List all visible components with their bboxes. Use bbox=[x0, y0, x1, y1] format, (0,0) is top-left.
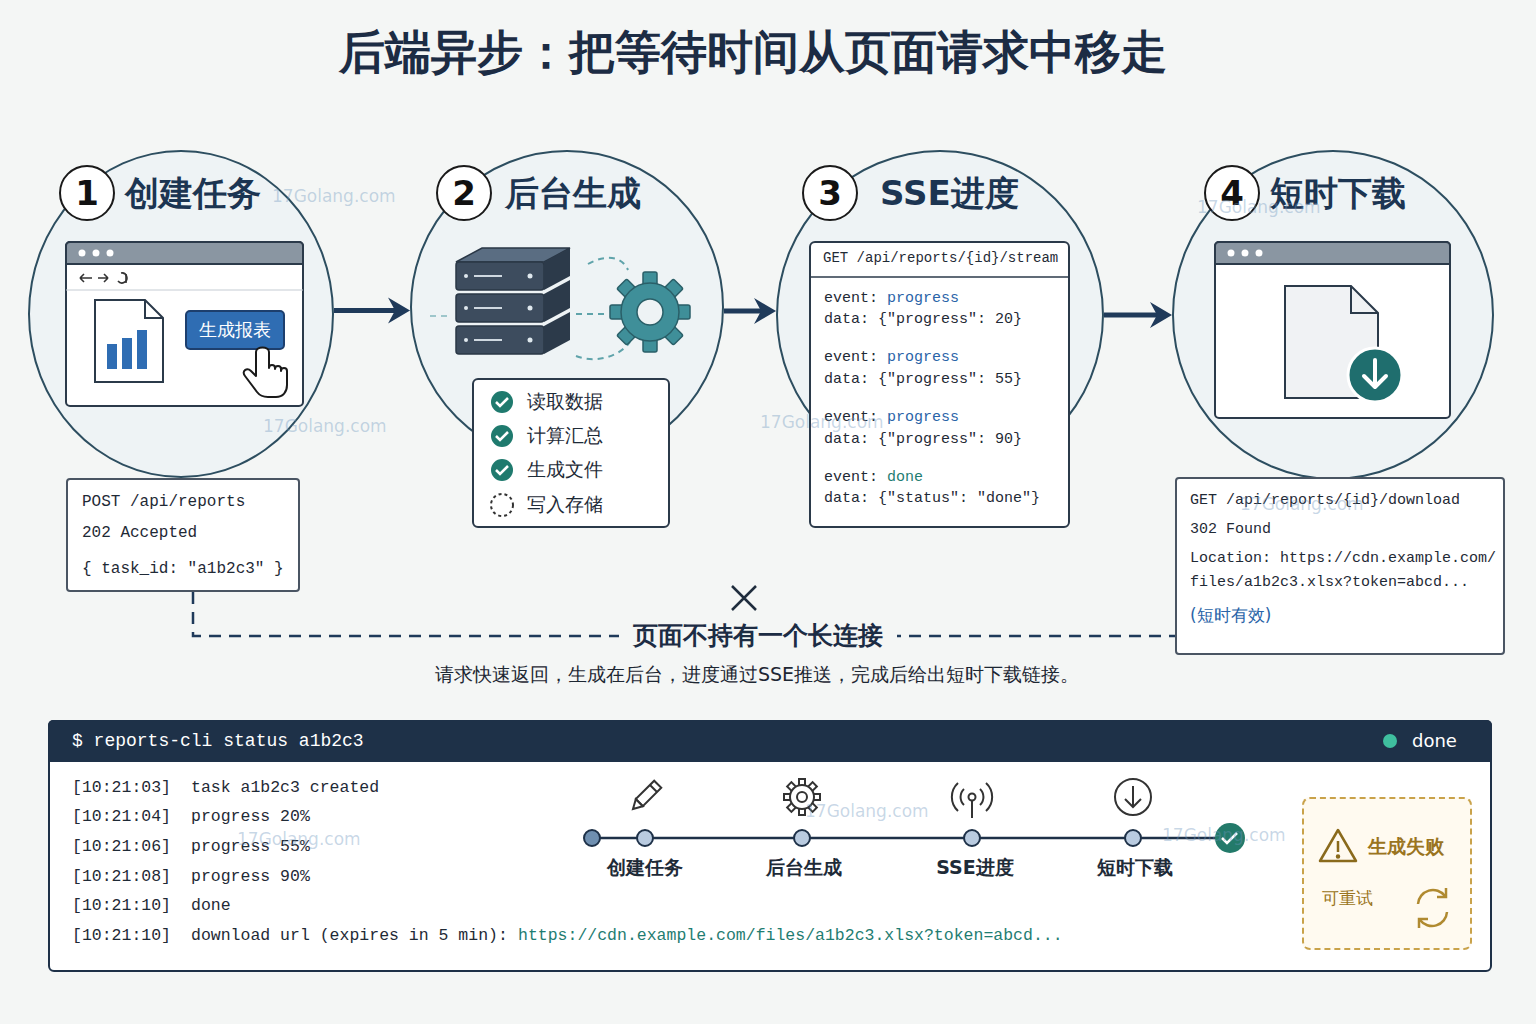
watermark-text: 17Golang.com bbox=[237, 829, 361, 850]
label-text: task a1b2c3 created bbox=[191, 778, 379, 799]
connector-line bbox=[334, 308, 395, 313]
label-text: 创建任务 bbox=[607, 856, 683, 880]
label-text: 创建任务 bbox=[125, 172, 261, 215]
label-text: 读取数据 bbox=[527, 390, 603, 414]
label-text: Location: https://cdn.example.com/ files… bbox=[1190, 547, 1502, 595]
label-text: [10:21:06] bbox=[72, 837, 171, 858]
label-text: { task_id: "a1b2c3" } bbox=[82, 559, 284, 579]
label-text: [10:21:03] bbox=[72, 778, 171, 799]
browser-window bbox=[66, 242, 303, 406]
label-text: event: bbox=[824, 290, 878, 309]
label-text: https://cdn.example.com/files/a1b2c3.xls… bbox=[518, 926, 1063, 947]
watermark-text: 17Golang.com bbox=[1240, 494, 1364, 515]
step-badge: 3 bbox=[802, 165, 858, 221]
label-text: SSE进度 bbox=[880, 172, 1019, 215]
cross-mark bbox=[732, 586, 756, 610]
label-text: progress bbox=[887, 349, 959, 368]
label-text: 202 Accepted bbox=[82, 523, 197, 543]
hand-cursor bbox=[244, 348, 287, 398]
label-text: 写入存储 bbox=[527, 493, 603, 517]
arrow-head bbox=[1150, 302, 1172, 328]
sse-stream-panel: GET /api/reports/{id}/stream event: progre… bbox=[809, 241, 1070, 528]
connector-arrow bbox=[1104, 302, 1172, 328]
label-text: POST /api/reports bbox=[82, 492, 245, 512]
watermark-text: 17Golang.com bbox=[805, 801, 929, 822]
label-text: 302 Found bbox=[1190, 521, 1271, 540]
label-text: (短时有效) bbox=[1190, 605, 1271, 626]
connector-line bbox=[724, 309, 761, 314]
action-button: 生成报表 bbox=[185, 310, 285, 350]
watermark-text: 17Golang.com bbox=[760, 412, 884, 433]
label-text: data: {"progress": 55} bbox=[824, 371, 1022, 390]
label-text: [10:21:08] bbox=[72, 867, 171, 888]
label-text: [10:21:10] bbox=[72, 926, 171, 947]
label-text: progress bbox=[887, 409, 959, 428]
diagram-caption: 请求快速返回，生成在后台，进度通过SSE推送，完成后给出短时下载链接。 bbox=[435, 663, 1079, 687]
label-text: 后台生成 bbox=[505, 172, 641, 215]
watermark-text: 17Golang.com bbox=[272, 186, 396, 207]
watermark-text: 17Golang.com bbox=[1162, 825, 1286, 846]
label-text: data: {"progress": 20} bbox=[824, 311, 1022, 330]
label-text: 2 bbox=[438, 167, 490, 219]
request-box: POST /api/reports 202 Accepted { task_id: … bbox=[66, 478, 300, 592]
status-dot bbox=[1383, 734, 1397, 748]
watermark-text: 17Golang.com bbox=[263, 416, 387, 437]
label-text: [10:21:10] bbox=[72, 896, 171, 917]
label-text: $ reports-cli status a1b2c3 bbox=[72, 730, 364, 753]
label-text: 生成文件 bbox=[527, 458, 603, 482]
step-badge: 2 bbox=[436, 165, 492, 221]
label-text: SSE进度 bbox=[936, 856, 1014, 880]
label-text: 1 bbox=[61, 167, 113, 219]
download-window bbox=[1215, 242, 1450, 418]
label-text: done bbox=[191, 896, 231, 917]
label-text: [10:21:04] bbox=[72, 807, 171, 828]
panel-header-rule bbox=[810, 276, 1069, 278]
arrow-head bbox=[754, 298, 776, 324]
label-text: 生成报表 bbox=[187, 312, 283, 348]
step-badge: 1 bbox=[59, 165, 115, 221]
label-text: 生成失败 bbox=[1368, 835, 1444, 859]
label-text: done bbox=[887, 469, 923, 488]
label-text: event: bbox=[824, 469, 878, 488]
watermark-text: 17Golang.com bbox=[1197, 197, 1321, 218]
label-text: progress 90% bbox=[191, 867, 310, 888]
gear-icon bbox=[610, 272, 690, 352]
label-text: GET /api/reports/{id}/stream bbox=[823, 250, 1058, 268]
label-text: data: {"progress": 90} bbox=[824, 431, 1022, 450]
arrow-head bbox=[388, 298, 410, 324]
label-text: progress bbox=[887, 290, 959, 309]
label-text: done bbox=[1412, 730, 1457, 753]
failure-box: 生成失败可重试 bbox=[1302, 797, 1472, 950]
label-text: 短时下载 bbox=[1097, 856, 1173, 880]
terminal-header: $ reports-cli status a1b2c3 done bbox=[48, 720, 1492, 762]
title-underline bbox=[255, 98, 1280, 101]
label-text: 后台生成 bbox=[766, 856, 842, 880]
label-text: 计算汇总 bbox=[527, 424, 603, 448]
label-text: download url (expires in 5 min): bbox=[191, 926, 508, 947]
label-text: 可重试 bbox=[1322, 888, 1373, 909]
label-text: data: {"status": "done"} bbox=[824, 490, 1040, 509]
label-text: progress 20% bbox=[191, 807, 310, 828]
connector-arrow bbox=[334, 298, 410, 324]
connector-line bbox=[1104, 313, 1157, 318]
connector-label: 页面不持有一个长连接 bbox=[619, 620, 897, 651]
label-text: event: bbox=[824, 349, 878, 368]
label-text: 3 bbox=[804, 167, 856, 219]
connector-arrow bbox=[724, 298, 776, 324]
diagram-title: 后端异步：把等待时间从页面请求中移走 bbox=[339, 24, 1167, 82]
